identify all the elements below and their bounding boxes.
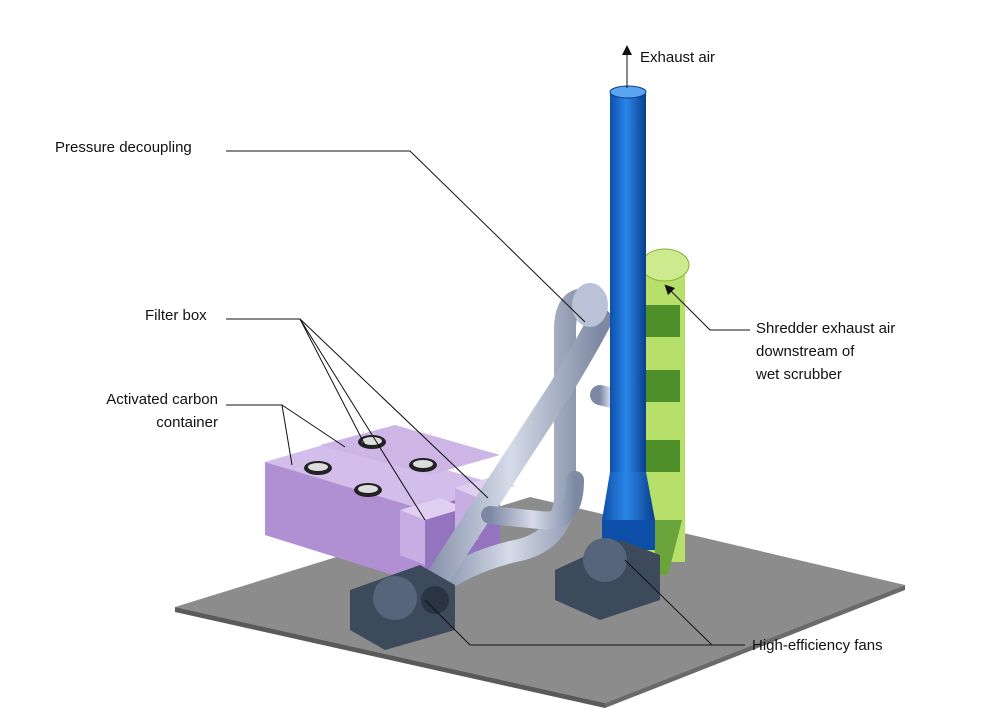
platform	[175, 497, 905, 708]
label-activated-carbon-line1: Activated carbon	[106, 391, 218, 408]
label-exhaust-air: Exhaust air	[640, 49, 715, 66]
label-shredder-line3: wet scrubber	[755, 366, 842, 383]
high-efficiency-fans	[350, 538, 660, 650]
label-fans: High-efficiency fans	[752, 637, 883, 654]
label-filter-box: Filter box	[145, 307, 207, 324]
label-activated-carbon-line2: container	[156, 414, 218, 431]
label-shredder-line1: Shredder exhaust air	[756, 320, 895, 337]
exhaust-stack	[602, 85, 655, 550]
label-shredder-line2: downstream of	[756, 343, 855, 360]
leader-lines	[226, 45, 750, 646]
label-pressure-decoupling: Pressure decoupling	[55, 139, 192, 156]
pressure-decoupling-unit	[572, 283, 608, 327]
wet-scrubber-duct	[640, 248, 690, 575]
